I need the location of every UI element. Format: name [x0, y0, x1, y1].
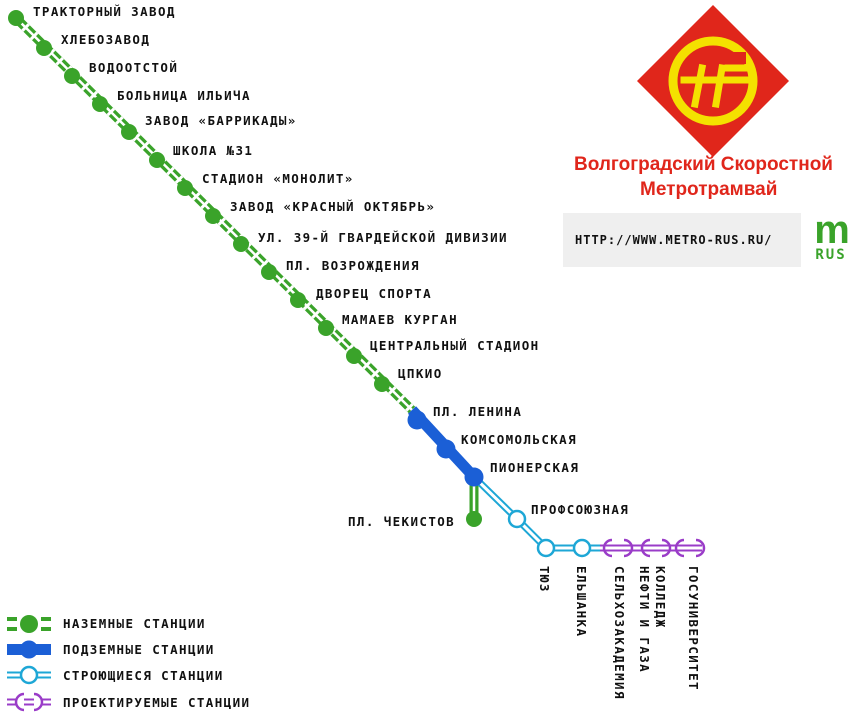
station-marker	[507, 509, 527, 529]
underground-stations	[407, 410, 484, 487]
station-marker	[674, 538, 706, 558]
legend-underground-icon	[7, 640, 51, 659]
station-marker	[572, 538, 592, 558]
station-label: ДВОРЕЦ СПОРТА	[316, 286, 433, 301]
station-label: ХЛЕБОЗАВОД	[61, 32, 151, 47]
legend-ground-icon	[7, 615, 51, 633]
station-marker	[64, 68, 80, 84]
ground-stations	[8, 10, 482, 527]
station-marker	[149, 152, 165, 168]
url-box	[563, 213, 801, 267]
legend-symbols	[7, 615, 51, 712]
station-marker	[436, 439, 456, 459]
station-label: БОЛЬНИЦА ИЛЬИЧА	[117, 88, 251, 103]
legend-label-projected: ПРОЕКТИРУЕМЫЕ СТАНЦИИ	[63, 695, 251, 710]
station-label: ПРОФСОЮЗНАЯ	[531, 502, 630, 517]
station-marker	[121, 124, 137, 140]
legend-label-ground: НАЗЕМНЫЕ СТАНЦИИ	[63, 616, 206, 631]
station-marker	[261, 264, 277, 280]
station-marker	[8, 10, 24, 26]
station-label: ВОДООТСТОЙ	[89, 60, 179, 75]
station-label: ЗАВОД «КРАСНЫЙ ОКТЯБРЬ»	[230, 199, 436, 214]
station-label: ТРАКТОРНЫЙ ЗАВОД	[33, 4, 176, 19]
station-marker	[177, 180, 193, 196]
station-marker	[466, 511, 482, 527]
station-label: ПЛ. ВОЗРОЖДЕНИЯ	[286, 258, 420, 273]
station-marker	[407, 410, 427, 430]
station-label: ШКОЛА №31	[173, 143, 254, 158]
legend-label-construction: СТРОЮЩИЕСЯ СТАНЦИИ	[63, 668, 224, 683]
station-label: ГОСУНИВЕРСИТЕТ	[686, 566, 701, 691]
station-marker	[205, 208, 221, 224]
station-marker	[290, 292, 306, 308]
station-label: ЗАВОД «БАРРИКАДЫ»	[145, 113, 297, 128]
station-label: ПИОНЕРСКАЯ	[490, 460, 580, 475]
legend-projected-icon	[7, 692, 51, 712]
station-marker	[536, 538, 556, 558]
logo-m: m	[814, 208, 850, 252]
website-link[interactable]: HTTP://WWW.METRO-RUS.RU/	[575, 233, 773, 247]
station-marker	[92, 96, 108, 112]
legend-label-underground: ПОДЗЕМНЫЕ СТАНЦИИ	[63, 642, 215, 657]
station-marker	[346, 348, 362, 364]
station-label: СТАДИОН «МОНОЛИТ»	[202, 171, 354, 186]
construction-stations	[507, 509, 592, 558]
station-marker	[318, 320, 334, 336]
brand-title-line2: Метротрамвай	[640, 179, 778, 200]
station-label: ПЛ. ЧЕКИСТОВ	[348, 514, 456, 529]
station-marker	[602, 538, 634, 558]
brand-logo	[637, 5, 789, 157]
station-label: СЕЛЬХОЗАКАДЕМИЯ	[612, 566, 627, 700]
station-label: ЕЛЬШАНКА	[574, 566, 589, 638]
station-label: КОМСОМОЛЬСКАЯ	[461, 432, 578, 447]
station-label: ТЮЗ	[537, 566, 552, 593]
station-marker	[640, 538, 672, 558]
station-label: КОЛЛЕДЖ НЕФТИ И ГАЗА	[637, 566, 668, 674]
station-label: ЦПКИО	[398, 366, 443, 381]
station-marker	[233, 236, 249, 252]
metro-rus-logo: m RUS	[808, 208, 854, 263]
legend-construction-icon	[7, 665, 51, 685]
station-label: УЛ. 39-Й ГВАРДЕЙСКОЙ ДИВИЗИИ	[258, 230, 508, 245]
station-label: ЦЕНТРАЛЬНЫЙ СТАДИОН	[370, 338, 540, 353]
station-label: ПЛ. ЛЕНИНА	[433, 404, 523, 419]
station-marker	[374, 376, 390, 392]
brand-title-line1: Волгоградский Скоростной	[574, 154, 833, 175]
station-label: МАМАЕВ КУРГАН	[342, 312, 459, 327]
station-marker	[36, 40, 52, 56]
logo-rus: RUS	[815, 247, 847, 263]
station-marker	[464, 467, 484, 487]
projected-stations	[602, 538, 706, 558]
